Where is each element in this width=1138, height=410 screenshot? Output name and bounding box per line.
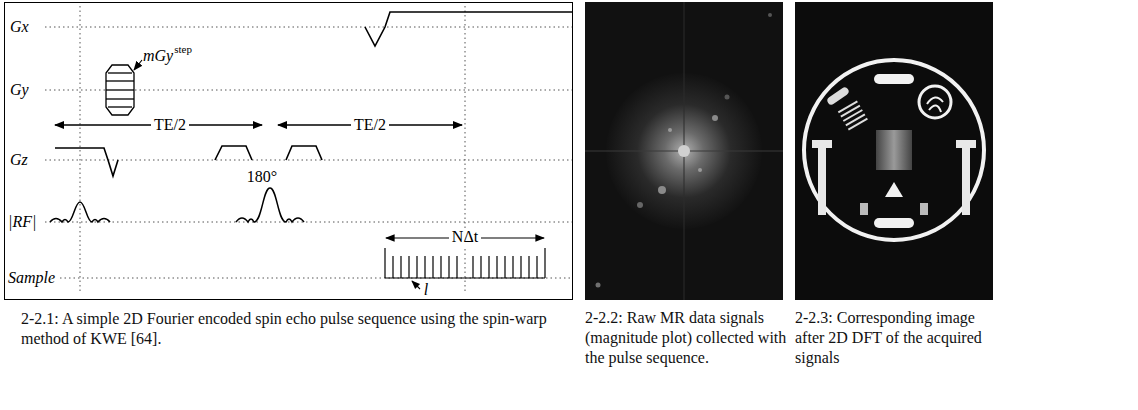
figure-part (108, 72, 132, 73)
figure-part (488, 256, 489, 278)
figure-part (838, 101, 857, 112)
gradient-waveforms (55, 12, 572, 176)
figure-caption: 2-2.1: A simple 2D Fourier encoded spin … (21, 309, 566, 349)
figure-part (885, 182, 903, 197)
figure-part (843, 110, 862, 121)
figure-part (392, 256, 393, 278)
figure-part (106, 80, 134, 81)
figure-part (920, 203, 928, 215)
figure-part (400, 256, 401, 278)
figure-part (472, 256, 473, 278)
phase-encode-table (106, 65, 134, 115)
figure-part (596, 283, 601, 288)
figure-part (846, 114, 865, 125)
figure-part (637, 202, 643, 208)
figure-part (465, 6, 466, 294)
figure-part (416, 256, 417, 278)
figure-part (725, 95, 730, 100)
figure-part (108, 106, 132, 107)
figure-part (512, 256, 513, 278)
time-label: TE/2 (151, 116, 189, 134)
figure-part (106, 89, 134, 90)
figure-part (668, 128, 672, 132)
phantom-image (795, 2, 993, 300)
kspace-image (585, 2, 783, 300)
figure-part (876, 130, 912, 170)
figure-part (432, 256, 433, 278)
figure-part (448, 256, 449, 278)
figure-part (768, 13, 772, 17)
figure-part (215, 146, 322, 160)
figure-part (838, 101, 867, 129)
figure-part (50, 202, 110, 222)
figure-part (585, 2, 783, 300)
figure-part (658, 186, 666, 194)
figure-part (480, 256, 481, 278)
figure-part (456, 256, 457, 278)
figure-part (528, 256, 529, 278)
gradient-step-label: mGy (143, 47, 173, 65)
pointer-arrow (134, 60, 142, 70)
axis-label: Gz (10, 151, 28, 169)
figure-part (698, 168, 702, 172)
figure-part (496, 256, 497, 278)
figure-part (60, 278, 572, 279)
axis-label: Sample (8, 269, 55, 287)
sample-index-label: l (424, 281, 428, 299)
figure-part (848, 119, 867, 130)
figure-part (927, 97, 943, 112)
row-guides (45, 6, 572, 294)
figure-part (236, 188, 304, 222)
figure-part (536, 256, 537, 278)
image-panel: 2-2.3: Corresponding image after 2D DFT … (795, 2, 993, 300)
figure-part (55, 148, 118, 176)
flip-angle-label: 180° (247, 168, 277, 186)
figure-part (520, 256, 521, 278)
figure-part (874, 74, 914, 84)
figure-part (544, 248, 545, 278)
figure-part (45, 222, 572, 223)
axis-label: Gy (10, 81, 29, 99)
figure-part (712, 115, 718, 121)
figure-part (956, 140, 976, 215)
figure-part (504, 256, 505, 278)
figure-part (440, 256, 441, 278)
figure-part (106, 65, 134, 115)
figure-caption: 2-2.2: Raw MR data signals (magnitude pl… (585, 308, 790, 368)
figure-part (919, 86, 951, 118)
figure-part (841, 106, 860, 117)
echo-time-arrows (55, 124, 462, 125)
axis-label: |RF| (8, 213, 36, 231)
figure-part (106, 98, 134, 99)
figure-part (384, 248, 385, 278)
pulse-sequence-panel: 2-2.1: A simple 2D Fourier encoded spin … (4, 2, 573, 300)
figure-part (860, 203, 868, 215)
sample-pointer (412, 281, 420, 289)
figure-caption: 2-2.3: Corresponding image after 2D DFT … (795, 308, 1005, 368)
figure-part (678, 145, 690, 157)
figure-part (45, 27, 572, 28)
rf-pulses (50, 188, 304, 222)
time-label: NΔt (449, 228, 481, 246)
figure-part (812, 140, 832, 215)
figure-part (365, 12, 572, 46)
figure-part (80, 6, 81, 294)
figure-part (424, 256, 425, 278)
axis-label: Gx (10, 18, 29, 36)
time-label: TE/2 (351, 116, 389, 134)
kspace-panel: 2-2.2: Raw MR data signals (magnitude pl… (585, 2, 783, 300)
figure-part (408, 256, 409, 278)
figure-part (45, 160, 572, 161)
figure-part (795, 2, 993, 300)
sampling-comb (385, 248, 545, 278)
figure-part (45, 90, 572, 91)
figure-part (874, 218, 914, 228)
figure-part (804, 60, 984, 240)
figure-part (826, 86, 850, 106)
superscript-label: step (174, 43, 192, 55)
